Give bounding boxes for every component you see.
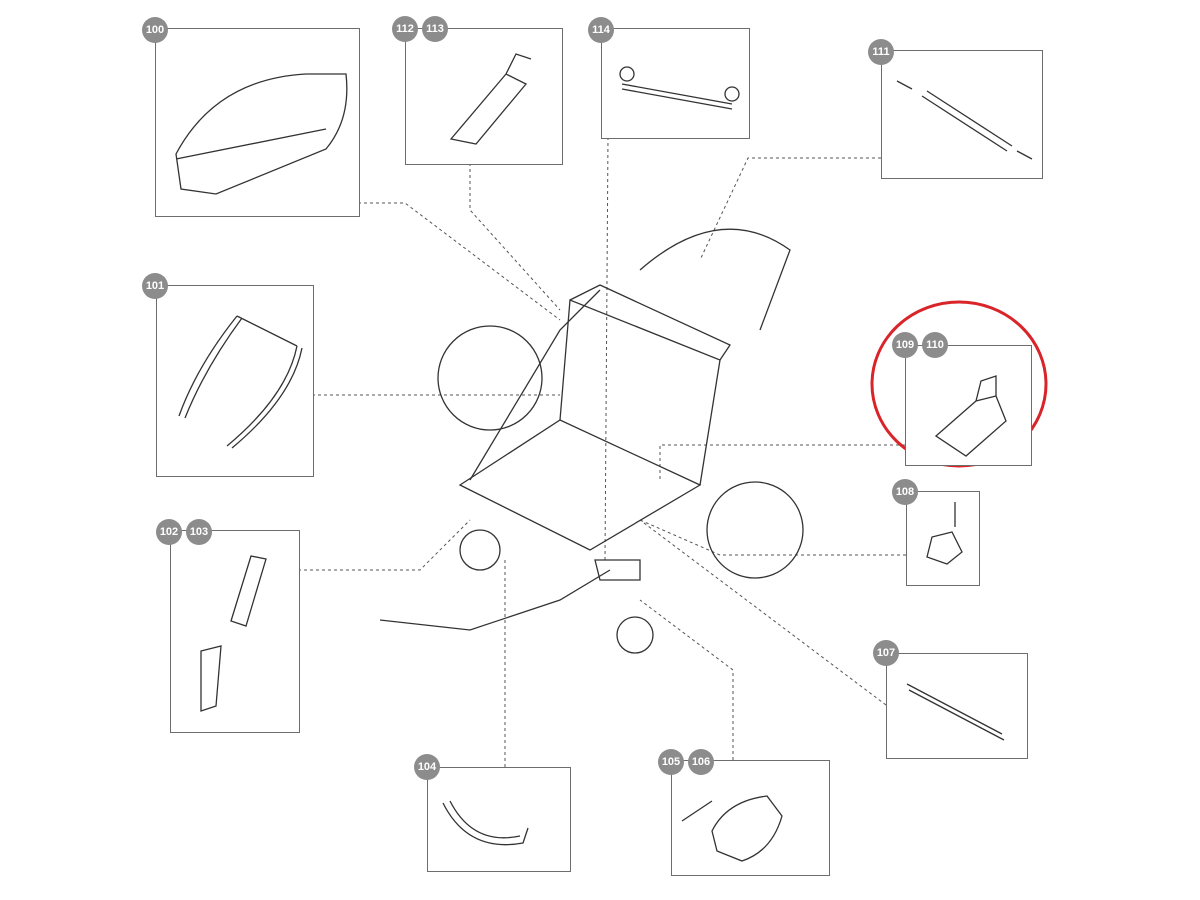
part-badge[interactable]: 112 — [392, 16, 418, 42]
part-badge[interactable]: 106 — [688, 749, 714, 775]
part-box-107[interactable] — [886, 653, 1028, 759]
rear-wheel-left — [437, 325, 543, 431]
part-badge[interactable]: 109 — [892, 332, 918, 358]
part-badge[interactable]: 101 — [142, 273, 168, 299]
part-badge[interactable]: 103 — [186, 519, 212, 545]
rear-wheel-right — [706, 481, 804, 579]
part-badge[interactable]: 105 — [658, 749, 684, 775]
part-badge[interactable]: 111 — [868, 39, 894, 65]
part-badge[interactable]: 104 — [414, 754, 440, 780]
part-box-100[interactable] — [155, 28, 360, 217]
part-box-104[interactable] — [427, 767, 571, 872]
part-box-101[interactable] — [156, 285, 314, 477]
leader-lines — [298, 136, 906, 767]
part-box-108[interactable] — [906, 491, 980, 586]
part-badge[interactable]: 108 — [892, 479, 918, 505]
part-badge[interactable]: 107 — [873, 640, 899, 666]
part-badge[interactable]: 110 — [922, 332, 948, 358]
part-box-102-103[interactable] — [170, 530, 300, 733]
part-box-109-110[interactable] — [905, 345, 1032, 466]
part-badge[interactable]: 100 — [142, 17, 168, 43]
highlight-circle — [870, 300, 1048, 468]
stroller-frame — [379, 228, 804, 654]
part-box-112-113[interactable] — [405, 28, 563, 165]
part-badge[interactable]: 102 — [156, 519, 182, 545]
part-badge[interactable]: 113 — [422, 16, 448, 42]
part-box-111[interactable] — [881, 50, 1043, 179]
part-box-114[interactable] — [601, 28, 750, 139]
part-badge[interactable]: 114 — [588, 17, 614, 43]
part-box-105-106[interactable] — [671, 760, 830, 876]
